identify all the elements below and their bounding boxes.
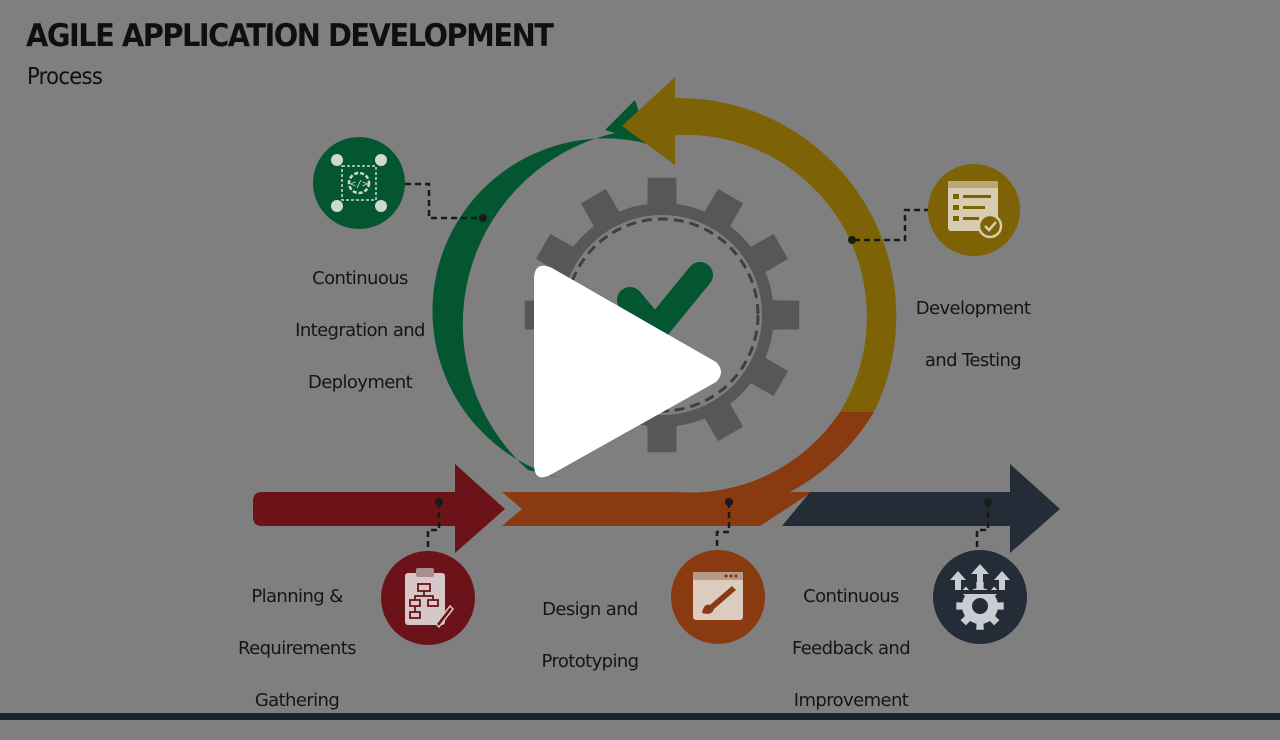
slide-subtitle: Process xyxy=(27,64,103,90)
code-network-icon: </> xyxy=(313,137,405,229)
label-design: Design and Prototyping xyxy=(541,599,640,672)
label-development: Development and Testing xyxy=(915,298,1031,371)
integration-arc xyxy=(432,100,650,480)
label-integration: Continuous Integration and Deployment xyxy=(295,268,425,393)
slide-title: AGILE APPLICATION DEVELOPMENT xyxy=(26,18,554,54)
connector-lines xyxy=(405,182,990,552)
checklist-document-icon xyxy=(928,164,1020,256)
planning-arrow xyxy=(253,464,505,553)
play-icon[interactable] xyxy=(534,265,721,478)
feedback-arrow xyxy=(782,464,1060,553)
svg-text:</>: </> xyxy=(350,179,368,190)
connector-dots xyxy=(435,214,992,506)
browser-paintbrush-icon xyxy=(671,550,765,644)
development-arc xyxy=(622,77,897,412)
label-planning: Planning & Requirements Gathering xyxy=(238,586,357,711)
play-button[interactable] xyxy=(530,262,730,482)
design-arc xyxy=(502,412,874,526)
clipboard-flowchart-icon xyxy=(381,551,475,645)
bottom-bar xyxy=(0,713,1280,720)
gear-arrows-up-icon xyxy=(933,550,1027,644)
label-feedback: Continuous Feedback and Improvement xyxy=(791,586,911,711)
